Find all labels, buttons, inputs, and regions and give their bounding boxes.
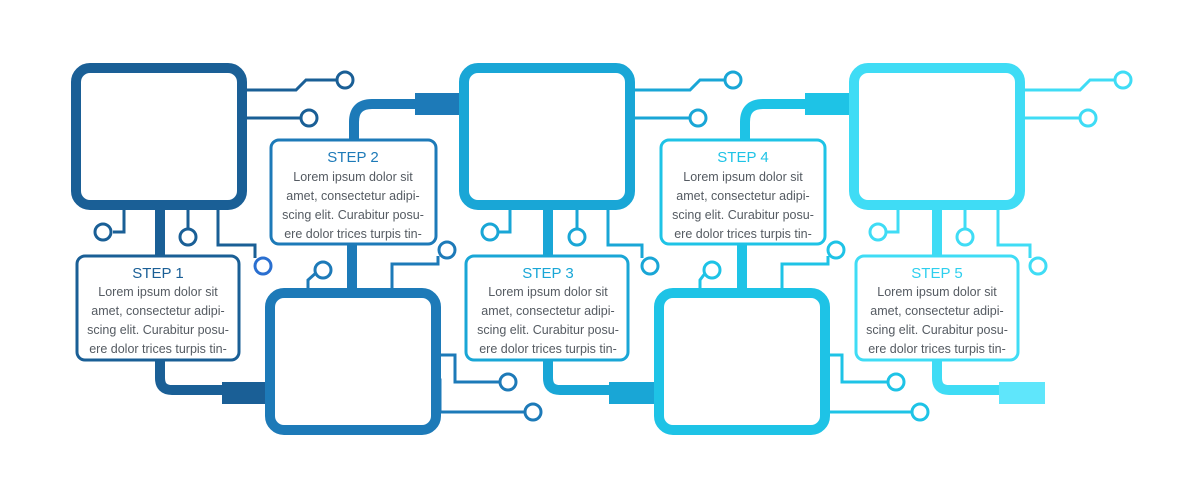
step-5-line: ere dolor trices turpis tin- bbox=[868, 342, 1006, 356]
step-1-line: amet, consectetur adipi- bbox=[91, 304, 224, 318]
trace-node-icon bbox=[1028, 256, 1048, 276]
step-1-cable bbox=[155, 360, 225, 395]
step-4-nodes bbox=[702, 240, 930, 422]
step-5-traces bbox=[886, 78, 1115, 258]
trace-node-icon bbox=[886, 372, 906, 392]
step-4-group bbox=[654, 93, 930, 435]
step-4-line: scing elit. Curabitur posu- bbox=[672, 208, 814, 222]
step-4-line: amet, consectetur adipi- bbox=[676, 189, 809, 203]
trace-node-icon bbox=[299, 108, 319, 128]
trace-node-icon bbox=[523, 402, 543, 422]
step-3-image-box bbox=[459, 63, 635, 210]
step-2-group bbox=[265, 93, 543, 435]
trace-node-icon bbox=[567, 227, 587, 247]
step-5-line: amet, consectetur adipi- bbox=[870, 304, 1003, 318]
trace-node-icon bbox=[868, 222, 888, 242]
step-1-image-box bbox=[71, 63, 247, 210]
step-5-group bbox=[849, 63, 1133, 404]
trace-node-icon bbox=[253, 256, 273, 276]
trace-node-icon bbox=[437, 240, 457, 260]
step-4-line: Lorem ipsum dolor sit bbox=[683, 170, 803, 184]
step-1-description: Lorem ipsum dolor sit amet, consectetur … bbox=[87, 285, 229, 356]
trace-node-icon bbox=[910, 402, 930, 422]
trace-node-icon bbox=[178, 227, 198, 247]
step-3-line: scing elit. Curabitur posu- bbox=[477, 323, 619, 337]
step-3-cable bbox=[543, 360, 612, 395]
step-1-group bbox=[71, 63, 355, 404]
step-5-description: Lorem ipsum dolor sit amet, consectetur … bbox=[866, 285, 1008, 356]
step-2-line: scing elit. Curabitur posu- bbox=[282, 208, 424, 222]
step-5-line: Lorem ipsum dolor sit bbox=[877, 285, 997, 299]
trace-node-icon bbox=[1078, 108, 1098, 128]
step-5-image-box bbox=[849, 63, 1025, 210]
step-5-line: scing elit. Curabitur posu- bbox=[866, 323, 1008, 337]
trace-node-icon bbox=[688, 108, 708, 128]
step-2-description: Lorem ipsum dolor sit amet, consectetur … bbox=[282, 170, 424, 241]
step-1-line: ere dolor trices turpis tin- bbox=[89, 342, 227, 356]
step-4-image-box bbox=[654, 288, 830, 435]
step-2-title: STEP 2 bbox=[327, 149, 378, 166]
step-3-line: Lorem ipsum dolor sit bbox=[488, 285, 608, 299]
step-2-cable bbox=[349, 99, 418, 140]
step-1-title: STEP 1 bbox=[132, 265, 183, 282]
trace-node-icon bbox=[498, 372, 518, 392]
step-2-line: Lorem ipsum dolor sit bbox=[293, 170, 413, 184]
step-1-plug bbox=[222, 382, 267, 404]
step-1-line: Lorem ipsum dolor sit bbox=[98, 285, 218, 299]
step-4-line: ere dolor trices turpis tin- bbox=[674, 227, 812, 241]
step-1-text-box bbox=[75, 254, 241, 362]
step-3-nodes bbox=[480, 70, 743, 276]
trace-node-icon bbox=[335, 70, 355, 90]
step-5-title: STEP 5 bbox=[911, 265, 962, 282]
step-4-description: Lorem ipsum dolor sit amet, consectetur … bbox=[672, 170, 814, 241]
trace-node-icon bbox=[93, 222, 113, 242]
step-4-text-box bbox=[659, 138, 827, 246]
step-1-traces bbox=[113, 78, 337, 258]
step-2-text-box bbox=[269, 138, 438, 246]
step-3-traces bbox=[498, 78, 725, 258]
trace-node-icon bbox=[640, 256, 660, 276]
step-3-title: STEP 3 bbox=[522, 265, 573, 282]
step-5-text-box bbox=[854, 254, 1020, 362]
step-2-plug bbox=[415, 93, 461, 115]
step-4-title: STEP 4 bbox=[717, 149, 768, 166]
trace-node-icon bbox=[702, 260, 722, 280]
step-1-line: scing elit. Curabitur posu- bbox=[87, 323, 229, 337]
step-3-line: ere dolor trices turpis tin- bbox=[479, 342, 617, 356]
trace-node-icon bbox=[826, 240, 846, 260]
step-5-nodes bbox=[868, 70, 1133, 276]
trace-node-icon bbox=[723, 70, 743, 90]
step-2-line: ere dolor trices turpis tin- bbox=[284, 227, 422, 241]
step-5-plug bbox=[999, 382, 1045, 404]
step-5-cable bbox=[932, 360, 1002, 395]
step-2-nodes bbox=[313, 240, 543, 422]
step-3-group bbox=[459, 63, 743, 404]
trace-node-icon bbox=[313, 260, 333, 280]
step-2-line: amet, consectetur adipi- bbox=[286, 189, 419, 203]
trace-node-icon bbox=[480, 222, 500, 242]
step-4-cable bbox=[740, 99, 808, 140]
step-3-description: Lorem ipsum dolor sit amet, consectetur … bbox=[477, 285, 619, 356]
step-2-image-box bbox=[265, 288, 441, 435]
step-4-plug bbox=[805, 93, 851, 115]
trace-node-icon bbox=[955, 227, 975, 247]
step-3-line: amet, consectetur adipi- bbox=[481, 304, 614, 318]
step-1-nodes bbox=[93, 70, 355, 276]
step-3-plug bbox=[609, 382, 655, 404]
step-3-text-box bbox=[464, 254, 630, 362]
trace-node-icon bbox=[1113, 70, 1133, 90]
